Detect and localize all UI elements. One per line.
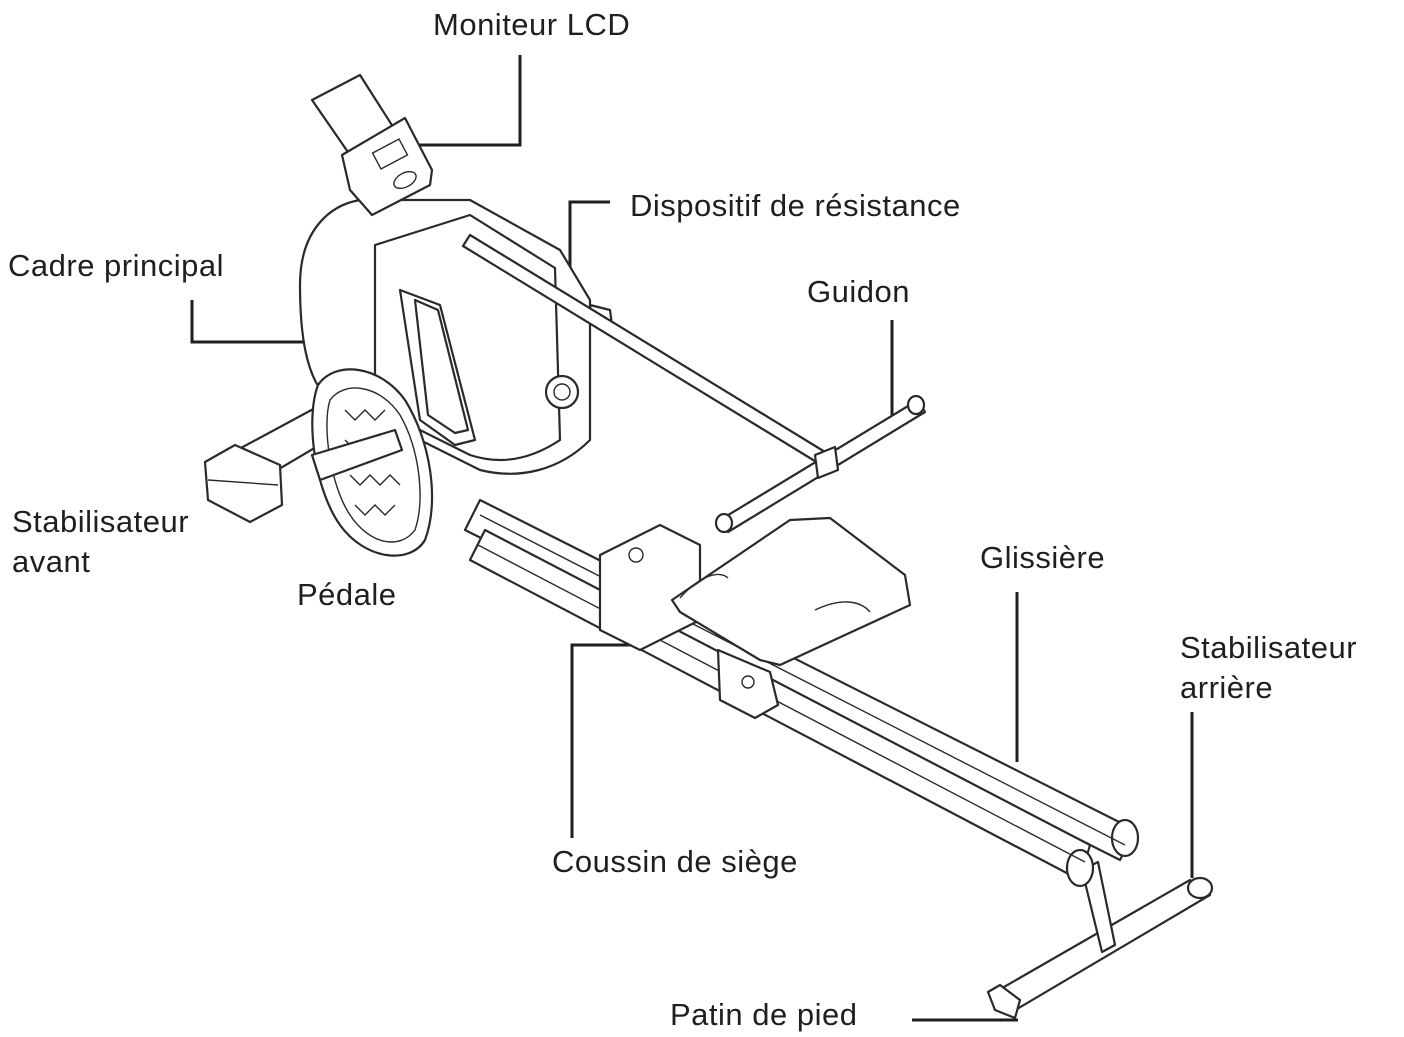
label-rear-stabilizer-line1: Stabilisateur <box>1180 630 1358 665</box>
label-front-stabilizer-line1: Stabilisateur <box>12 504 190 539</box>
label-seat-cushion: Coussin de siège <box>552 844 798 879</box>
handlebar-part <box>461 233 927 534</box>
rear-stabilizer-part <box>986 860 1214 1020</box>
label-pedal: Pédale <box>297 577 397 612</box>
label-rail: Glissière <box>980 540 1106 575</box>
leader-lcd-monitor <box>405 55 522 147</box>
label-handlebar: Guidon <box>807 274 910 309</box>
pedal-part <box>310 368 434 557</box>
label-lcd-monitor: Moniteur LCD <box>433 7 631 42</box>
leader-main-frame <box>190 300 325 344</box>
seat-cushion-part <box>598 516 912 720</box>
label-foot-pad: Patin de pied <box>670 997 858 1032</box>
label-resistance-device: Dispositif de résistance <box>630 188 961 223</box>
label-rear-stabilizer-line2: arrière <box>1180 670 1274 705</box>
lcd-monitor-part <box>310 73 434 217</box>
leader-lines <box>190 55 1194 1022</box>
label-main-frame: Cadre principal <box>8 248 224 283</box>
label-front-stabilizer-line2: avant <box>12 544 91 579</box>
